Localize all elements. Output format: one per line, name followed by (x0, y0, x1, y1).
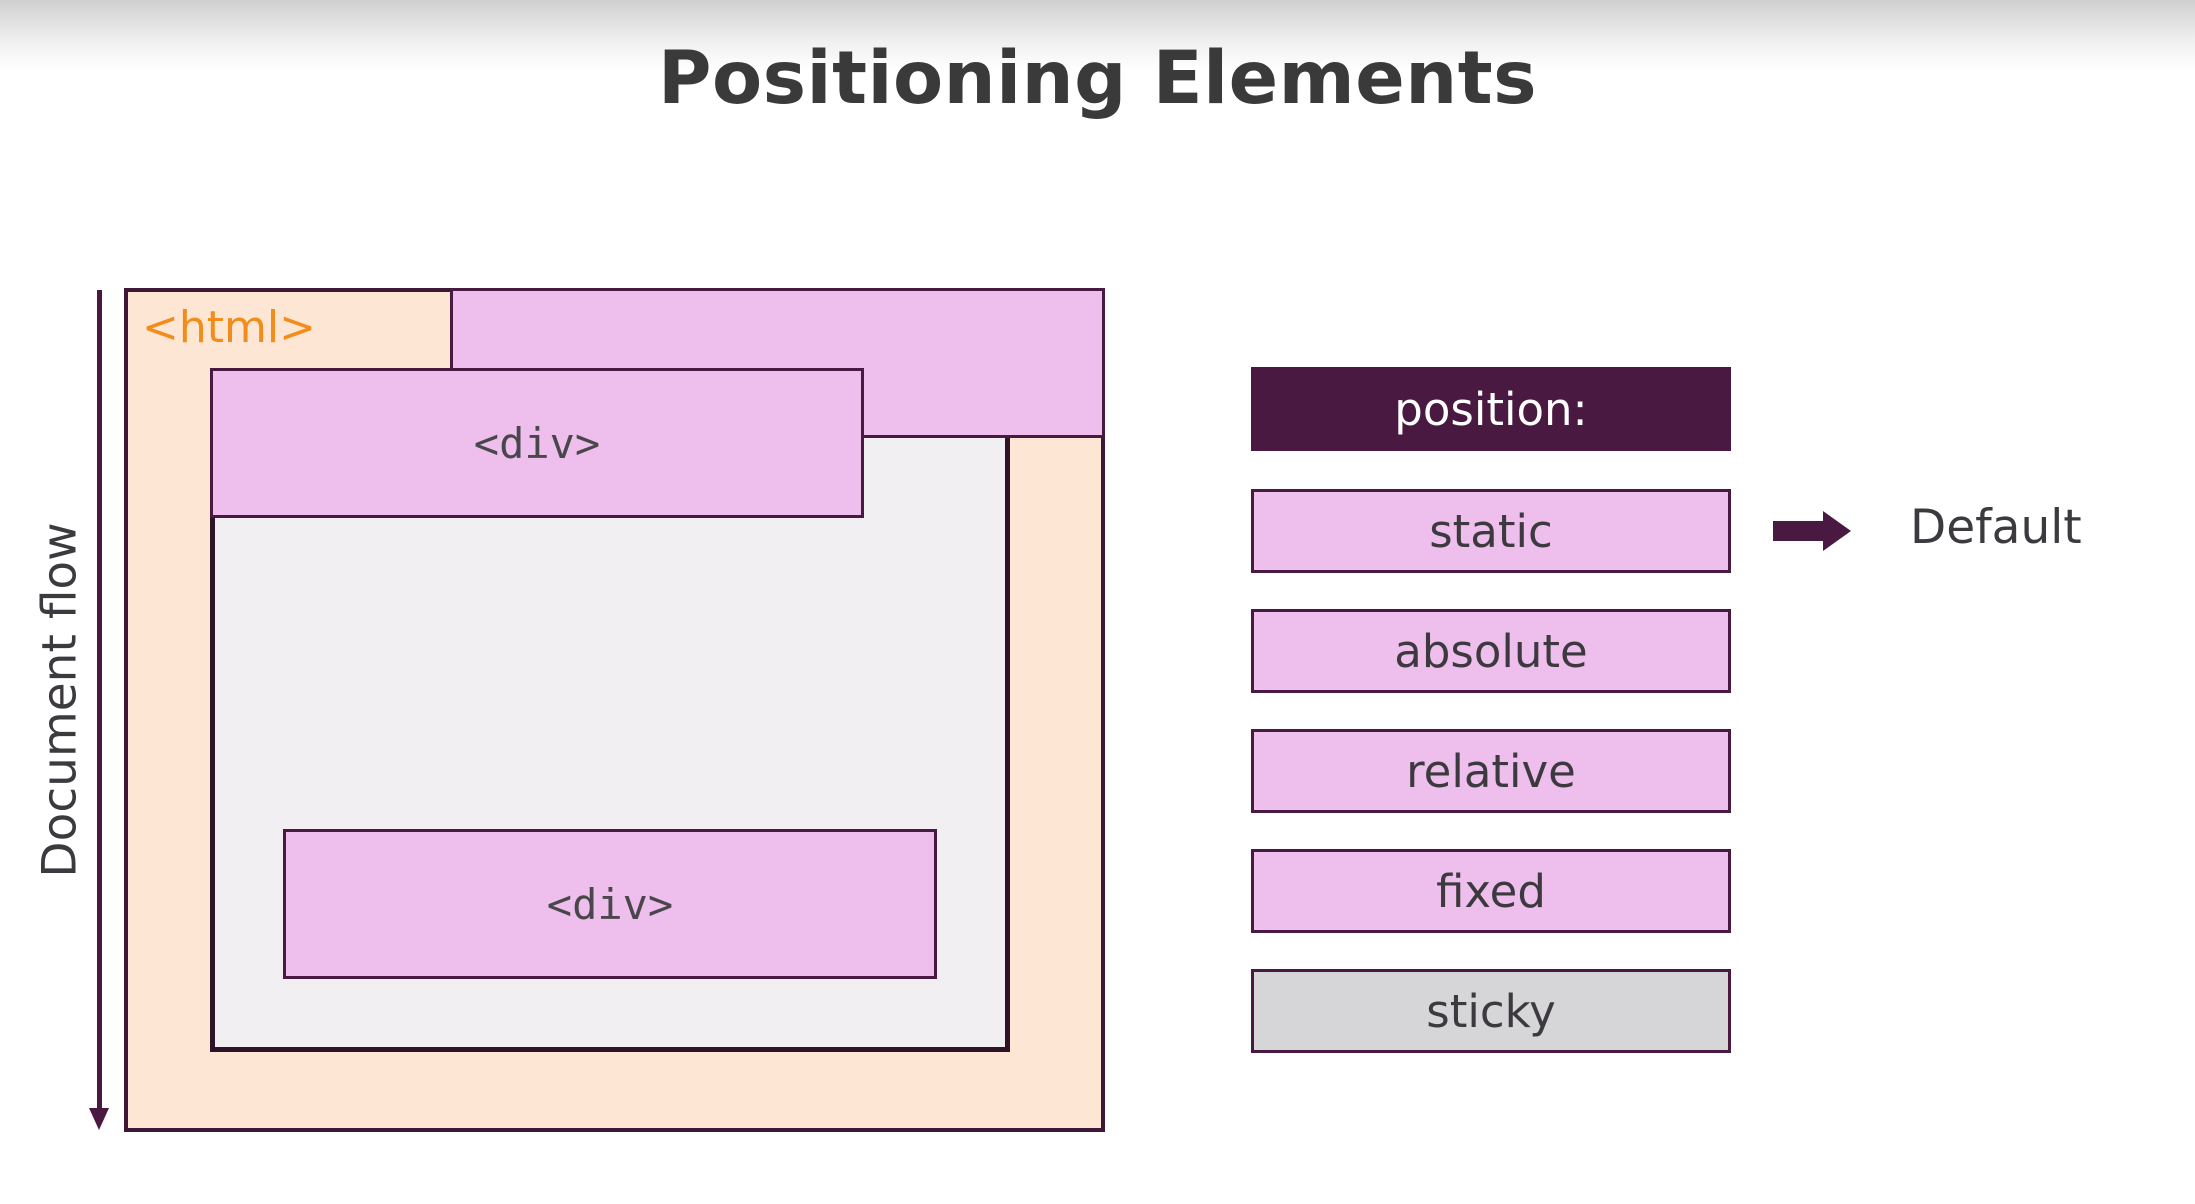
div-box-middle-label: <div> (473, 418, 601, 468)
slide-title: Positioning Elements (657, 36, 1538, 121)
document-flow-label: Document flow (32, 522, 88, 878)
position-item-static: static (1251, 489, 1731, 573)
div-box-bottom: <div> (283, 829, 937, 979)
arrow-down-icon (89, 1108, 109, 1130)
div-box-middle: <div> (210, 368, 864, 518)
position-item-absolute: absolute (1251, 609, 1731, 693)
position-item-fixed: fixed (1251, 849, 1731, 933)
html-label: <html> (142, 302, 316, 353)
position-item-relative: relative (1251, 729, 1731, 813)
top-shade (0, 0, 2195, 70)
div-box-bottom-label: <div> (546, 879, 674, 929)
position-header: position: (1251, 367, 1731, 451)
arrow-right-icon (1773, 511, 1851, 551)
document-flow-arrow (97, 290, 102, 1110)
default-label: Default (1910, 500, 2082, 555)
position-item-sticky: sticky (1251, 969, 1731, 1053)
